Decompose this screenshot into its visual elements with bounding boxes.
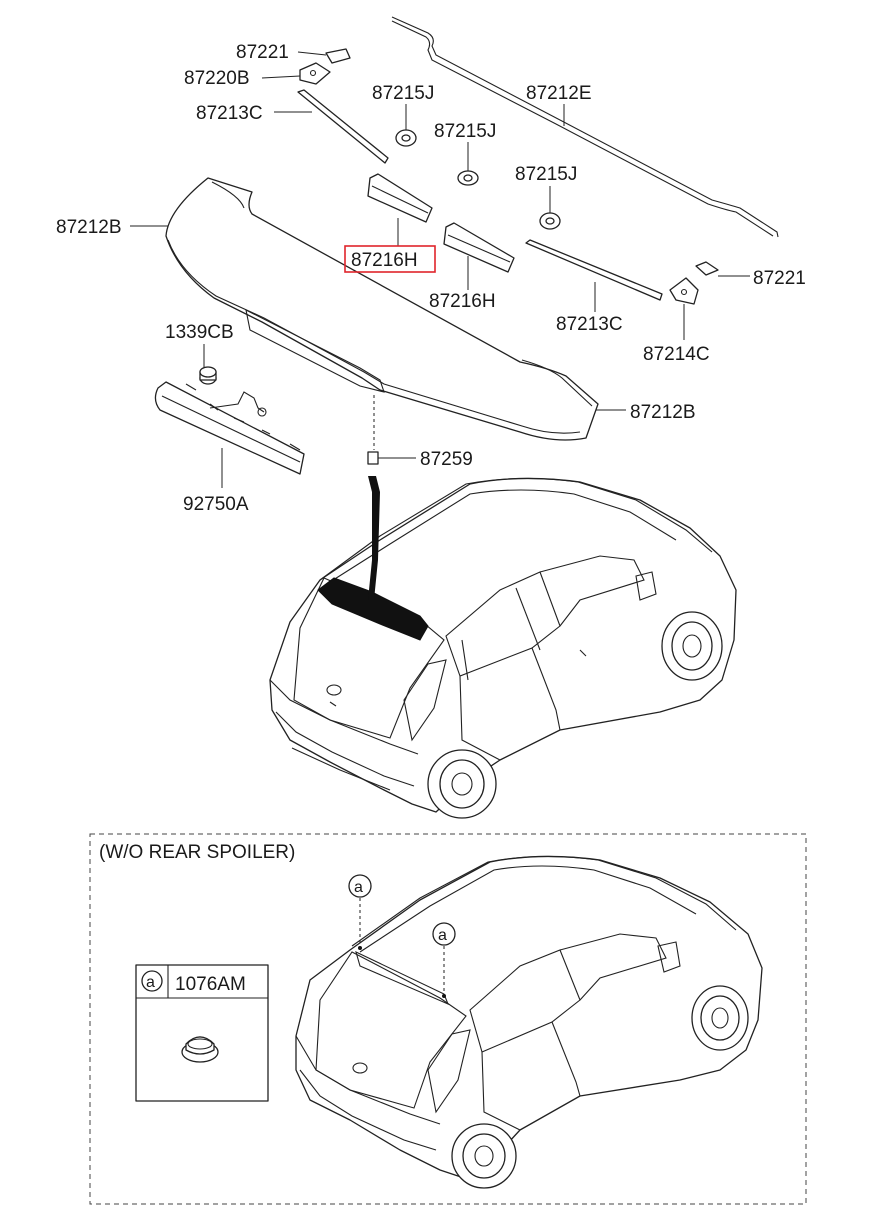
car-illustration-inset xyxy=(295,855,763,1189)
part-87216H-pad-1[interactable] xyxy=(367,173,433,223)
inset-without-rear-spoiler: (W/O REAR SPOILER) a 1076AM xyxy=(89,833,807,1205)
car-inset-wheel-rear xyxy=(451,1123,517,1189)
callout-87215J-3[interactable]: 87215J xyxy=(515,164,577,185)
part-87215J-grommet-3[interactable] xyxy=(539,212,561,230)
part-87213C-top[interactable] xyxy=(297,89,389,164)
callout-87212B-right[interactable]: 87212B xyxy=(630,402,696,423)
part-87212E-strip[interactable] xyxy=(391,16,779,238)
part-87215J-grommet-2[interactable] xyxy=(457,170,479,186)
callout-87214C[interactable]: 87214C xyxy=(643,344,710,365)
inset-part-box[interactable]: a 1076AM xyxy=(135,964,269,1102)
inset-border xyxy=(89,833,807,1205)
callout-87213C-right[interactable]: 87213C xyxy=(556,314,623,335)
part-87221-top[interactable] xyxy=(325,48,351,64)
inset-marker-a-2[interactable]: a xyxy=(432,922,456,946)
callout-92750A[interactable]: 92750A xyxy=(183,494,249,515)
part-87212B-spoiler[interactable] xyxy=(165,177,599,441)
callout-labels: 87221 87220B 87213C 87215J 87215J 87215J… xyxy=(56,42,806,515)
callout-87221-top[interactable]: 87221 xyxy=(236,42,289,63)
callout-87259[interactable]: 87259 xyxy=(420,449,473,470)
part-87259-clip[interactable] xyxy=(367,395,379,465)
callout-87221-right[interactable]: 87221 xyxy=(753,268,806,289)
part-87215J-grommet-1[interactable] xyxy=(395,129,417,147)
callout-1339CB[interactable]: 1339CB xyxy=(165,322,234,343)
callout-87216H[interactable]: 87216H xyxy=(429,291,496,312)
car-main-wheel-front xyxy=(661,611,723,681)
callout-highlight-box xyxy=(344,245,436,273)
part-92750A-stop-lamp[interactable] xyxy=(154,381,305,475)
car-illustration-main xyxy=(269,476,737,819)
part-87221-right[interactable] xyxy=(695,261,719,276)
leader-lines xyxy=(130,51,750,488)
callout-87212B-left[interactable]: 87212B xyxy=(56,217,122,238)
part-87214C-hole xyxy=(680,288,688,296)
inset-part-number-1076AM[interactable]: 1076AM xyxy=(175,974,246,995)
inset-title: (W/O REAR SPOILER) xyxy=(99,842,295,863)
part-87213C-right[interactable] xyxy=(525,239,663,301)
callout-87220B[interactable]: 87220B xyxy=(184,68,250,89)
callout-87216H-highlight[interactable]: 87216H xyxy=(351,250,418,271)
inset-marker-a-1[interactable]: a xyxy=(348,874,372,898)
callout-87215J-1[interactable]: 87215J xyxy=(372,83,434,104)
inset-part-box-marker: a xyxy=(146,974,155,991)
part-1339CB-grommet[interactable] xyxy=(199,366,217,385)
inset-marker-a-2-label: a xyxy=(438,927,447,944)
part-87216H-pad-2[interactable] xyxy=(443,222,515,273)
inset-marker-a-1-label: a xyxy=(354,879,363,896)
callout-87212E[interactable]: 87212E xyxy=(526,83,592,104)
car-inset-wheel-front xyxy=(691,985,749,1051)
part-87220B-hole xyxy=(309,69,317,77)
callout-87213C-top[interactable]: 87213C xyxy=(196,103,263,124)
callout-87215J-2[interactable]: 87215J xyxy=(434,121,496,142)
car-main-wheel-rear xyxy=(427,749,497,819)
part-87214C[interactable] xyxy=(669,277,699,305)
